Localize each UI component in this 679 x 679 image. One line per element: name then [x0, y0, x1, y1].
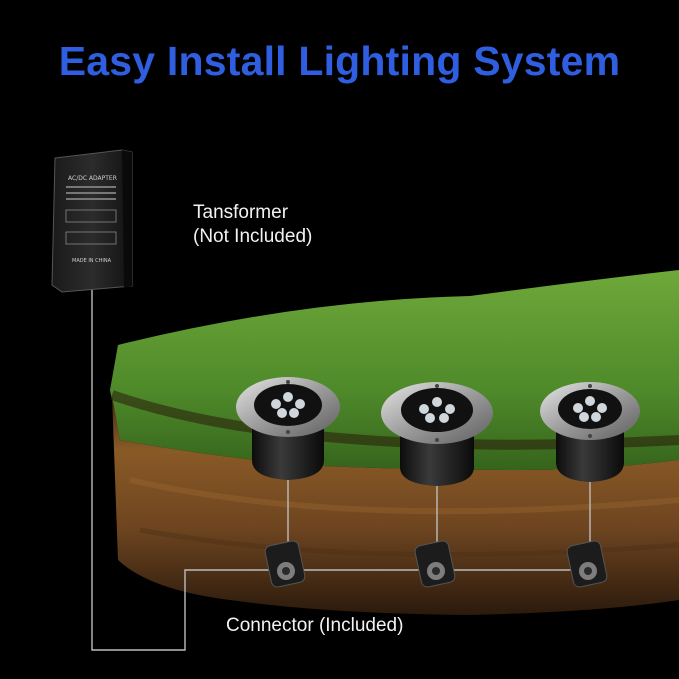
adapter-label: AC/DC ADAPTER	[68, 175, 117, 182]
transformer-note: (Not Included)	[193, 226, 313, 247]
transformer-name: Tansformer	[193, 202, 289, 223]
wire-connector-icon	[264, 540, 306, 588]
connector-label: Connector (Included)	[226, 615, 404, 636]
inground-light-icon	[381, 382, 493, 486]
adapter-origin: MADE IN CHINA	[72, 258, 112, 264]
transformer-label: Tansformer (Not Included)	[193, 201, 312, 249]
inground-light-icon	[540, 382, 640, 482]
power-adapter-icon: AC/DC ADAPTER MADE IN CHINA	[51, 149, 133, 293]
inground-light-icon	[236, 377, 340, 480]
wire-connector-icon	[414, 540, 456, 588]
headline: Easy Install Lighting System	[58, 38, 621, 84]
wire-connector-icon	[566, 540, 608, 588]
